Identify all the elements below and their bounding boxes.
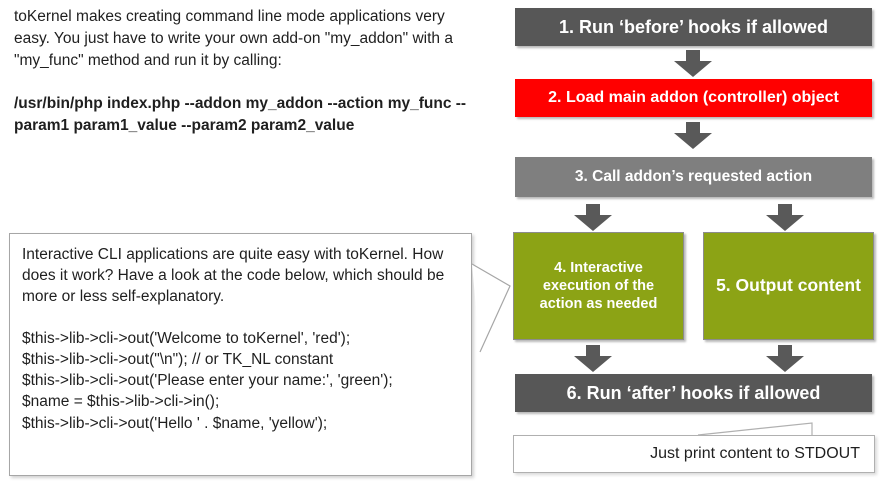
bubble-tail-pointer bbox=[471, 263, 511, 353]
code-line: $this->lib->cli->out('Please enter your … bbox=[22, 372, 393, 390]
flow-step-5-output-content: 5. Output content bbox=[703, 232, 874, 340]
down-arrow-icon bbox=[674, 50, 712, 77]
cli-bubble-paragraph: Interactive CLI applications are quite e… bbox=[22, 246, 445, 306]
code-line: $this->lib->cli->out('Hello ' . $name, '… bbox=[22, 414, 328, 432]
down-arrow-icon bbox=[674, 122, 712, 149]
flow-step-1-before-hooks: 1. Run ‘before’ hooks if allowed bbox=[515, 8, 872, 46]
flow-step-6-after-hooks: 6. Run ‘after’ hooks if allowed bbox=[515, 374, 872, 412]
cli-command-example: /usr/bin/php index.php --addon my_addon … bbox=[14, 95, 467, 134]
down-arrow-icon bbox=[574, 345, 612, 372]
cli-code-bubble: Interactive CLI applications are quite e… bbox=[9, 233, 472, 476]
code-line: $name = $this->lib->cli->in(); bbox=[22, 393, 220, 411]
down-arrow-icon bbox=[574, 204, 612, 231]
code-line: $this->lib->cli->out("\n"); // or TK_NL … bbox=[22, 351, 334, 369]
stdout-callout-tail-pointer bbox=[697, 422, 813, 436]
flow-step-4-interactive-execution: 4. Interactive execution of the action a… bbox=[513, 232, 684, 340]
intro-paragraph: toKernel makes creating command line mod… bbox=[14, 8, 453, 69]
flow-step-3-call-action: 3. Call addon’s requested action bbox=[515, 157, 872, 197]
intro-text-block: toKernel makes creating command line mod… bbox=[14, 6, 468, 137]
code-line: $this->lib->cli->out('Welcome to toKerne… bbox=[22, 330, 351, 348]
stdout-note-callout: Just print content to STDOUT bbox=[513, 435, 875, 473]
flow-step-2-load-addon: 2. Load main addon (controller) object bbox=[515, 79, 872, 117]
down-arrow-icon bbox=[766, 345, 804, 372]
stdout-note-label: Just print content to STDOUT bbox=[650, 445, 860, 462]
down-arrow-icon bbox=[766, 204, 804, 231]
cli-code-block: $this->lib->cli->out('Welcome to toKerne… bbox=[22, 328, 459, 433]
